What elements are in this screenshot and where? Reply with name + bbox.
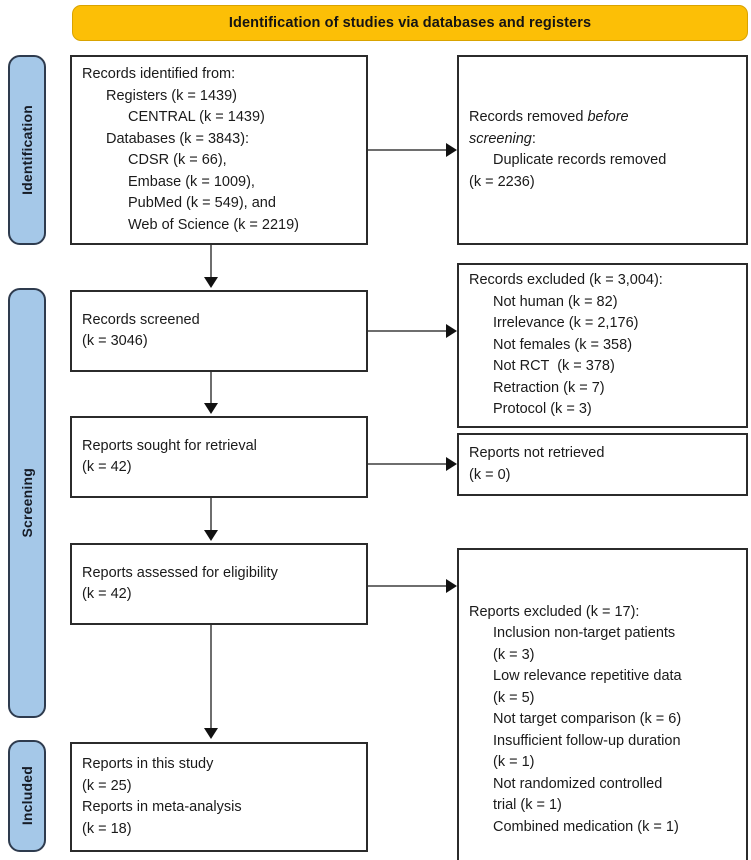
diagram-title-banner: Identification of studies via databases … (72, 5, 748, 41)
records-excluded-line-2: Not human (k = 82) (493, 293, 618, 310)
stage-label-identification-text: Identification (19, 105, 35, 195)
arrowhead-screened-to-sought (204, 403, 218, 414)
reports-excluded-line-10: trial (k = 1) (493, 797, 562, 814)
diagram-title: Identification of studies via databases … (228, 15, 592, 31)
box-reports-sought: Reports sought for retrieval (k = 42) (70, 416, 368, 498)
box-reports-assessed: Reports assessed for eligibility (k = 42… (70, 543, 368, 625)
records-excluded-line-3: Irrelevance (k = 2,176) (493, 315, 639, 332)
arrowhead-sought-to-assessed (204, 530, 218, 541)
records-excluded-line-6: Retraction (k = 7) (493, 379, 605, 396)
reports-not-retrieved-line-2: (k = 0) (469, 466, 511, 483)
reports-excluded-line-2: Inclusion non-target patients (493, 625, 676, 642)
arrowhead-identified-to-screened (204, 277, 218, 288)
reports-not-retrieved-line-1: Reports not retrieved (469, 445, 605, 461)
arrowhead-sought-to-not-retrieved (446, 457, 457, 471)
box-reports-included: Reports in this study (k = 25) Reports i… (70, 742, 368, 852)
box-records-identified: Records identified from: Registers (k = … (70, 55, 368, 245)
records-identified-line-6: Embase (k = 1009), (128, 173, 255, 190)
records-removed-line-1: Records removed before (469, 107, 736, 129)
records-identified-line-1: Records identified from: (82, 66, 236, 82)
records-identified-line-2: Registers (k = 1439) (106, 87, 237, 104)
reports-excluded-line-9: Not randomized controlled (493, 775, 663, 792)
records-removed-line-3: Duplicate records removed (493, 152, 667, 168)
records-screened-line-1: Records screened (82, 311, 200, 328)
connector-sought-to-not-retrieved (368, 463, 446, 465)
records-removed-line-4: (k = 2236) (469, 173, 535, 190)
arrowhead-assessed-to-included (204, 728, 218, 739)
box-records-screened: Records screened (k = 3046) (70, 290, 368, 372)
connector-assessed-to-reports-excluded (368, 585, 446, 587)
reports-included-line-3: Reports in meta-analysis (82, 799, 242, 815)
connector-sought-to-assessed (210, 498, 212, 531)
stage-label-screening-text: Screening (19, 468, 35, 538)
connector-screened-to-sought (210, 372, 212, 405)
connector-identified-to-screened (210, 245, 212, 279)
records-excluded-line-1: Records excluded (k = 3,004): (469, 272, 663, 289)
reports-sought-line-2: (k = 42) (82, 459, 132, 475)
records-excluded-line-4: Not females (k = 358) (493, 336, 633, 353)
reports-assessed-line-1: Reports assessed for eligibility (82, 564, 278, 581)
stage-label-screening: Screening (8, 288, 46, 718)
connector-assessed-to-included (210, 625, 212, 730)
reports-sought-line-1: Reports sought for retrieval (82, 437, 257, 454)
stage-label-identification: Identification (8, 55, 46, 245)
box-records-excluded: Records excluded (k = 3,004): Not human … (457, 263, 748, 428)
reports-excluded-line-6: Not target comparison (k = 6) (493, 711, 682, 728)
box-records-removed: Records removed before screening: Duplic… (457, 55, 748, 245)
records-excluded-line-7: Protocol (k = 3) (493, 401, 592, 418)
stage-label-included-text: Included (19, 766, 35, 826)
reports-excluded-line-3: (k = 3) (493, 646, 535, 663)
records-removed-lead: Records removed (469, 109, 588, 125)
connector-identified-to-removed (368, 149, 446, 151)
reports-excluded-line-7: Insufficient follow-up duration (493, 732, 681, 749)
records-excluded-line-5: Not RCT (k = 378) (493, 358, 615, 375)
box-reports-not-retrieved: Reports not retrieved (k = 0) (457, 433, 748, 496)
reports-excluded-line-11: Combined medication (k = 1) (493, 818, 679, 835)
records-identified-line-3: CENTRAL (k = 1439) (128, 109, 265, 125)
arrowhead-identified-to-removed (446, 143, 457, 157)
reports-excluded-line-5: (k = 5) (493, 689, 535, 706)
reports-excluded-line-1: Reports excluded (k = 17): (469, 603, 640, 620)
reports-included-line-1: Reports in this study (82, 756, 214, 772)
connector-screened-to-records-excluded (368, 330, 446, 332)
reports-excluded-line-4: Low relevance repetitive data (493, 668, 682, 685)
reports-included-line-4: (k = 18) (82, 820, 132, 837)
arrowhead-screened-to-records-excluded (446, 324, 457, 338)
records-identified-line-7: PubMed (k = 549), and (128, 195, 276, 211)
reports-assessed-line-2: (k = 42) (82, 586, 132, 602)
records-removed-italic-before: before (587, 109, 629, 125)
records-identified-line-4: Databases (k = 3843): (106, 130, 250, 147)
reports-included-line-2: (k = 25) (82, 777, 132, 794)
records-screened-line-2: (k = 3046) (82, 333, 148, 349)
box-reports-excluded: Reports excluded (k = 17): Inclusion non… (457, 548, 748, 860)
records-removed-colon: : (531, 130, 536, 147)
records-removed-line-2: screening: (469, 129, 736, 151)
records-identified-line-8: Web of Science (k = 2219) (128, 216, 300, 233)
reports-excluded-line-8: (k = 1) (493, 754, 535, 771)
records-identified-line-5: CDSR (k = 66), (128, 152, 227, 168)
stage-label-included: Included (8, 740, 46, 852)
arrowhead-assessed-to-reports-excluded (446, 579, 457, 593)
records-removed-italic-screening: screening (469, 130, 532, 147)
